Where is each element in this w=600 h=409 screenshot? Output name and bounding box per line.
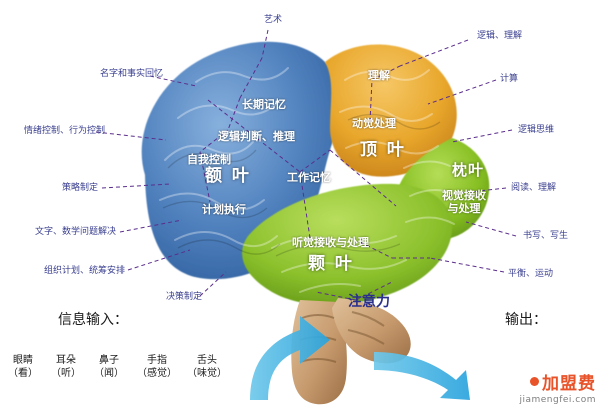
sense-fingers-name: 手指 [147, 355, 167, 366]
lobe-parietal-label: 顶 叶 [360, 140, 406, 160]
sense-tongue: 舌头 （味觉） [181, 355, 233, 380]
outside-label-balance-motion: 平衡、运动 [508, 269, 554, 279]
lobe-temporal-label: 颗 叶 [308, 254, 354, 274]
sense-tongue-name: 舌头 [197, 355, 217, 366]
watermark-url: jiamengfei.com [519, 395, 596, 405]
connector-lines [95, 29, 517, 301]
lobe-shapes [141, 41, 490, 306]
outside-label-organize-plan: 组织计划、统筹安排 [44, 266, 126, 276]
outside-label-strategy: 策略制定 [62, 183, 99, 193]
sense-eyes: 眼睛 （看） [2, 355, 44, 380]
sense-ears: 耳朵 （听） [45, 355, 87, 380]
sense-eyes-sub: （看） [8, 367, 38, 379]
sense-tongue-sub: （味觉） [187, 367, 227, 379]
outside-label-writing: 书写、写生 [523, 231, 569, 241]
outside-label-art: 艺术 [264, 15, 283, 25]
sense-nose-name: 鼻子 [99, 355, 119, 366]
inside-label-auditory-processing: 听觉接收与处理 [292, 236, 369, 249]
inside-label-plan-execution: 计划执行 [202, 203, 246, 216]
sense-nose-sub: （闻） [94, 367, 124, 379]
outside-label-names-facts: 名字和事实回忆 [100, 69, 164, 79]
watermark-dot-icon [530, 377, 539, 386]
lobe-occipital-label: 枕叶 [452, 161, 485, 179]
outside-label-decision: 决策制定 [166, 292, 203, 302]
outside-label-logical-thinking: 逻辑思维 [518, 125, 555, 135]
inside-label-logic-reasoning: 逻辑判断、推理 [218, 130, 295, 143]
sense-ears-sub: （听） [51, 367, 81, 379]
lobe-frontal-label: 额 叶 [205, 166, 251, 186]
outside-label-math-text: 文字、数学问题解决 [35, 227, 117, 237]
inside-label-long-term-memory: 长期记忆 [242, 98, 286, 111]
watermark-brand: 加盟费 [542, 374, 596, 394]
output-label: 输出： [505, 312, 547, 328]
inside-label-self-control: 自我控制 [187, 153, 231, 166]
outside-label-calculation: 计算 [500, 74, 519, 84]
outside-label-emotion-control: 情绪控制、行为控制 [24, 126, 106, 136]
sense-eyes-name: 眼睛 [13, 355, 33, 366]
attention-label: 注意力 [348, 294, 390, 310]
inside-label-visual-processing: 视觉接收 与处理 [442, 189, 486, 215]
outside-label-reading: 阅读、理解 [511, 183, 557, 193]
sense-fingers-sub: （感觉） [137, 367, 177, 379]
flow-arrows [250, 316, 470, 400]
watermark-line1-row: 加盟费 [519, 369, 596, 394]
sense-nose: 鼻子 （闻） [88, 355, 130, 380]
inside-label-understanding: 理解 [368, 69, 390, 82]
outside-label-logic-understand: 逻辑、理解 [477, 31, 523, 41]
inside-label-motion-perception: 动觉处理 [352, 117, 396, 130]
inside-label-working-memory: 工作记忆 [287, 171, 331, 184]
input-label: 信息输入： [58, 312, 128, 328]
watermark: 加盟费 jiamengfei.com [519, 369, 596, 405]
watermark-line2-row: jiamengfei.com [519, 394, 596, 405]
sense-fingers: 手指 （感觉） [131, 355, 183, 380]
sense-ears-name: 耳朵 [56, 355, 76, 366]
